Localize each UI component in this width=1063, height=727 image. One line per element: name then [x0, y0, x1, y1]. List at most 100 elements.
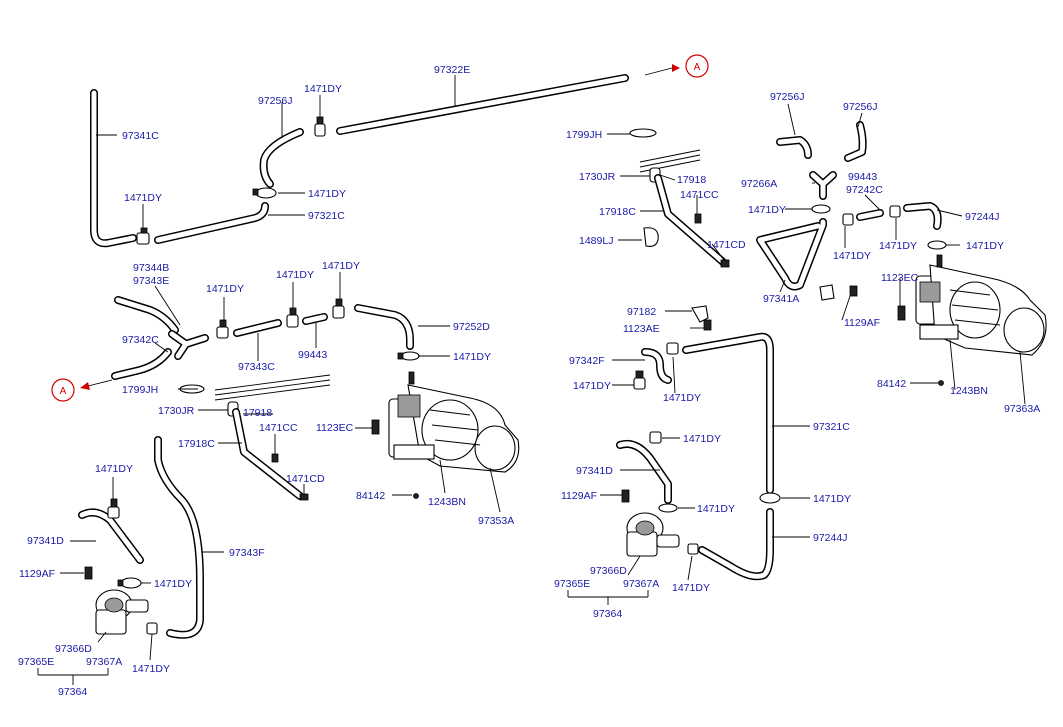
clamp-icon: [107, 498, 120, 519]
hose-97342C: [111, 348, 172, 380]
hose-97342F: [641, 348, 672, 384]
label-97341D: 97341D: [27, 535, 64, 547]
label-97366D: 97366D: [55, 643, 92, 655]
clamp-icon: [889, 205, 901, 218]
clamp-icon: [216, 319, 229, 339]
hose-97256J-top: [259, 128, 304, 188]
callout-a-label: A: [694, 62, 701, 73]
label-97343E: 97343E: [133, 275, 169, 287]
label-97252D: 97252D: [453, 321, 490, 333]
label-97244J: 97244J: [813, 532, 847, 544]
hose-97343F: [154, 436, 204, 639]
hose-99443-left: [302, 313, 328, 325]
hose-97322E: [336, 74, 629, 135]
label-84142: 84142: [877, 378, 906, 390]
y-connector-icon: [168, 330, 209, 360]
label-1471DY: 1471DY: [683, 433, 721, 445]
label-97343F: 97343F: [229, 547, 265, 559]
label-1243BN: 1243BN: [950, 385, 988, 397]
label-97266A: 97266A: [741, 178, 777, 190]
label-97256J: 97256J: [843, 101, 877, 113]
label-1471DY: 1471DY: [966, 240, 1004, 252]
label-1799JH: 1799JH: [566, 129, 602, 141]
hose-97321C-top: [154, 202, 269, 244]
clamp-icon: [658, 503, 678, 513]
hose-97256J-r2: [844, 121, 867, 162]
label-97182: 97182: [627, 306, 656, 318]
label-1471DY: 1471DY: [573, 380, 611, 392]
label-1489LJ: 1489LJ: [579, 235, 613, 247]
label-84142: 84142: [356, 490, 385, 502]
clamp-icon: [397, 351, 420, 361]
label-99443: 99443: [298, 349, 327, 361]
label-97341A: 97341A: [763, 293, 799, 305]
label-1471DY: 1471DY: [132, 663, 170, 675]
clamp-icon: [252, 187, 277, 199]
clamp-icon: [811, 204, 831, 214]
clamp-icon: [146, 622, 158, 635]
label-1471DY: 1471DY: [308, 188, 346, 200]
label-1730JR: 1730JR: [579, 171, 616, 183]
hose-97252D: [354, 304, 414, 350]
label-97322E: 97322E: [434, 64, 470, 76]
label-1471DY: 1471DY: [276, 269, 314, 281]
label-1471DY: 1471DY: [672, 582, 710, 594]
clamp-icon: [314, 116, 326, 137]
label-1123AE: 1123AE: [623, 323, 660, 335]
clamp-icon: [759, 492, 781, 504]
label-97321C: 97321C: [813, 421, 850, 433]
clamp-icon: [286, 307, 299, 328]
label-97364: 97364: [58, 686, 87, 698]
label-1129AF: 1129AF: [561, 490, 597, 502]
label-1471CD: 1471CD: [286, 473, 325, 485]
label-97342F: 97342F: [569, 355, 605, 367]
clamp-icon: [332, 298, 345, 319]
heater-97363A: [897, 254, 1047, 386]
pump-97364-mid: [621, 489, 680, 557]
label-1123EC: 1123EC: [316, 422, 354, 434]
label-1471DY: 1471DY: [748, 204, 786, 216]
label-1471CC: 1471CC: [680, 189, 719, 201]
hose-97343C: [233, 319, 282, 337]
label-99443: 99443: [848, 171, 877, 183]
label-1471DY: 1471DY: [697, 503, 735, 515]
hose-97256J-r1: [776, 136, 812, 159]
callout-a-label: A: [60, 386, 67, 397]
heater-97353A: [371, 371, 520, 499]
label-1471DY: 1471DY: [95, 463, 133, 475]
bracket-1129AF: [819, 284, 858, 301]
label-97321C: 97321C: [308, 210, 345, 222]
clamp-icon: [687, 543, 699, 555]
hose-97244J-mid: [698, 508, 774, 581]
callout-a-top: A: [644, 54, 709, 78]
label-17918: 17918: [243, 407, 272, 419]
clamp-icon: [629, 128, 657, 138]
hose-97341A: [756, 218, 827, 291]
hose-97321C-mid: [682, 332, 774, 494]
label-1471DY: 1471DY: [813, 493, 851, 505]
clamp-icon: [666, 342, 679, 355]
y-connector-97266A: [809, 171, 837, 200]
label-97367A: 97367A: [623, 578, 659, 590]
label-1471DY: 1471DY: [206, 283, 244, 295]
callout-a-left: A: [51, 378, 113, 402]
hose-97341D-mid: [616, 439, 672, 504]
label-17918C: 17918C: [599, 206, 636, 218]
label-97365E: 97365E: [554, 578, 590, 590]
label-1243BN: 1243BN: [428, 496, 466, 508]
label-1129AF: 1129AF: [844, 317, 880, 329]
leader-lines: [37, 75, 1026, 685]
label-1471DY: 1471DY: [304, 83, 342, 95]
clamp-icon: [649, 431, 662, 444]
label-97353A: 97353A: [478, 515, 514, 527]
clamp-icon: [842, 213, 854, 226]
label-97343C: 97343C: [238, 361, 275, 373]
label-97366D: 97366D: [590, 565, 627, 577]
label-1471CD: 1471CD: [707, 239, 746, 251]
label-17918C: 17918C: [178, 438, 215, 450]
label-1730JR: 1730JR: [158, 405, 195, 417]
label-97341C: 97341C: [122, 130, 159, 142]
label-97256J: 97256J: [770, 91, 804, 103]
label-97364: 97364: [593, 608, 622, 620]
